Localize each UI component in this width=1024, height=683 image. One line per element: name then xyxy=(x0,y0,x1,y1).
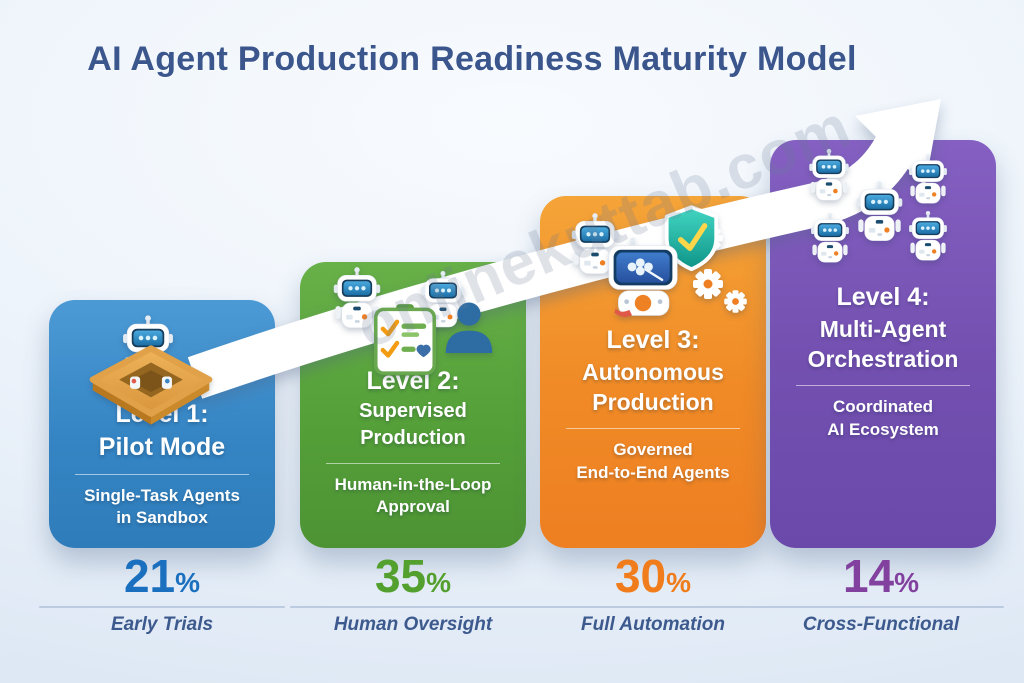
level-1-name: Pilot Mode xyxy=(98,432,226,461)
stat-value: 14 xyxy=(842,550,895,602)
level-1-icons xyxy=(49,300,275,440)
stat-value: 30 xyxy=(614,550,667,602)
level-1-stat: 21% Early Trials xyxy=(39,553,285,636)
stat-label: Human Oversight xyxy=(333,614,493,635)
stat-value: 21 xyxy=(123,550,176,602)
level-3-stat: 30% Full Automation xyxy=(530,553,776,636)
stat-divider xyxy=(39,606,285,608)
level-3-name-2: Production xyxy=(592,388,714,415)
level-4-name-2: Orchestration xyxy=(807,345,959,372)
sandbox-icon xyxy=(89,345,213,425)
stat-unit: % xyxy=(426,567,452,598)
divider xyxy=(796,385,970,387)
level-3-sub-1: Governed xyxy=(613,440,693,460)
shield-check-icon xyxy=(664,205,723,272)
robot-icon xyxy=(809,148,849,201)
checklist-icon xyxy=(374,304,436,375)
level-1-sub-2: in Sandbox xyxy=(116,507,208,527)
stat-value: 35 xyxy=(374,550,427,602)
level-4-stat: 14% Cross-Functional xyxy=(758,553,1004,636)
divider xyxy=(566,428,740,430)
level-2-icons xyxy=(300,262,526,382)
stat-divider xyxy=(290,606,536,608)
robot-screen-icon xyxy=(607,236,679,319)
level-2-sub-1: Human-in-the-Loop xyxy=(334,474,492,494)
robot-icon xyxy=(856,180,903,241)
page-title: AI Agent Production Readiness Maturity M… xyxy=(87,40,857,78)
stat-label: Cross-Functional xyxy=(802,614,960,635)
level-3-sub-2: End-to-End Agents xyxy=(576,462,730,482)
level-2-stat: 35% Human Oversight xyxy=(290,553,536,636)
divider xyxy=(326,462,500,464)
level-4-sub-2: AI Ecosystem xyxy=(827,419,939,439)
level-3-heading: Level 3: xyxy=(606,326,700,354)
level-3-name-1: Autonomous xyxy=(582,358,724,385)
level-4-sub-1: Coordinated xyxy=(832,397,934,417)
level-4-heading: Level 4: xyxy=(836,283,930,311)
robot-icon xyxy=(908,153,948,204)
stat-divider xyxy=(758,606,1004,608)
level-2-name: Supervised Production xyxy=(359,399,467,449)
robot-icon xyxy=(810,212,850,263)
level-3-icons xyxy=(540,196,766,336)
level-4-name-1: Multi-Agent xyxy=(819,315,947,342)
divider xyxy=(75,473,249,475)
level-1-sub-1: Single-Task Agents xyxy=(84,485,240,505)
stat-unit: % xyxy=(894,567,920,598)
stat-divider xyxy=(530,606,776,608)
person-icon xyxy=(445,302,493,354)
stat-unit: % xyxy=(175,567,201,598)
level-4-icons xyxy=(770,140,996,280)
robot-icon xyxy=(908,210,948,261)
stat-label: Early Trials xyxy=(110,614,214,635)
gear-icon xyxy=(724,290,747,313)
level-2-sub-2: Approval xyxy=(376,496,450,516)
stat-label: Full Automation xyxy=(581,614,725,635)
stat-unit: % xyxy=(666,567,692,598)
